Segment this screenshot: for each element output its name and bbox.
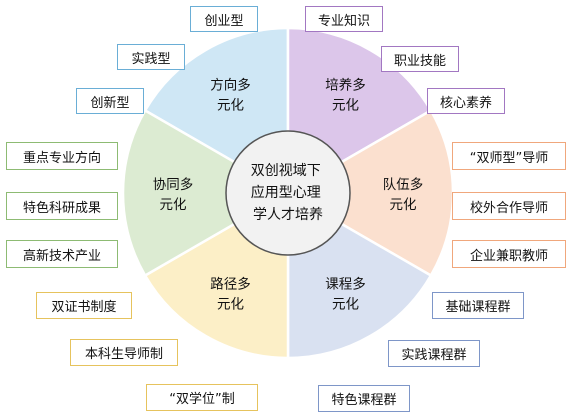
segment-label-lujing: 路径多元化 — [210, 276, 251, 313]
tag-zhiye-jineng: 职业技能 — [381, 46, 459, 72]
tag-gaoxin-chanye: 高新技术产业 — [6, 240, 118, 268]
tag-shijian-kecheng: 实践课程群 — [388, 340, 480, 367]
tag-qiye-jiaoshi: 企业兼职教师 — [452, 240, 566, 268]
tag-benke-daoshi: 本科生导师制 — [70, 339, 178, 366]
tag-shuangshi-daoshi: “双师型”导师 — [452, 142, 566, 170]
tag-chuangxin: 创新型 — [76, 88, 144, 114]
segment-label-duiwu: 队伍多元化 — [383, 176, 424, 213]
segment-label-fangxiang: 方向多元化 — [210, 76, 251, 113]
tag-tese-kecheng: 特色课程群 — [318, 385, 410, 412]
tag-hexin-suyang: 核心素养 — [427, 88, 505, 114]
segment-xietong — [121, 108, 291, 278]
tag-chuangye: 创业型 — [190, 6, 258, 32]
tag-shuangzhengshu: 双证书制度 — [36, 292, 132, 319]
center-circle — [225, 130, 351, 256]
center-title: 双创视域下 应用型心理 学人才培养 — [251, 163, 325, 223]
segment-label-kecheng: 课程多元化 — [325, 276, 366, 313]
tag-zhongdian-fangxiang: 重点专业方向 — [6, 142, 118, 170]
segment-label-peiyang: 培养多元化 — [325, 76, 366, 113]
tag-shijian: 实践型 — [117, 44, 185, 70]
tag-tese-keyan: 特色科研成果 — [6, 192, 118, 220]
tag-jichu-kecheng: 基础课程群 — [432, 292, 524, 319]
tag-zhuanye-zhishi: 专业知识 — [305, 6, 383, 32]
tag-shuangxuewei: “双学位”制 — [146, 384, 258, 411]
segment-label-xietong: 协同多元化 — [153, 176, 194, 213]
tag-xiaowai-daoshi: 校外合作导师 — [452, 192, 566, 220]
